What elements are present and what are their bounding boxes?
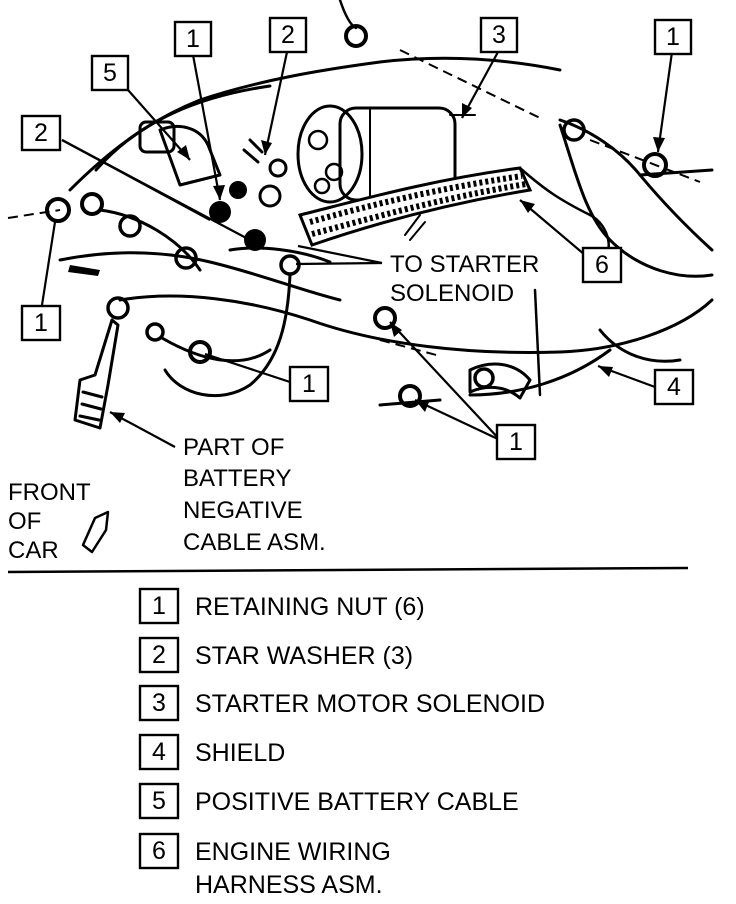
to-starter-label: TO STARTER SOLENOID: [390, 251, 539, 307]
legend-row-1: 1 RETAINING NUT (6): [138, 587, 425, 625]
legend-num-2: 2: [152, 641, 166, 669]
part-of-line-2: BATTERY: [183, 465, 291, 492]
callout-2-top: 2: [268, 16, 308, 54]
callout-1-top-label: 1: [186, 25, 200, 53]
callout-1-lower: 1: [495, 423, 537, 461]
legend-text-6: ENGINE WIRING: [195, 838, 391, 866]
callout-1-mid: 1: [288, 365, 330, 403]
negative-cable-shape: [73, 273, 292, 430]
leader-arrowheads: [110, 103, 665, 423]
negative-cable-label: PART OF BATTERY NEGATIVE CABLE ASM.: [183, 434, 326, 556]
callout-5: 5: [90, 54, 130, 92]
callout-2-top-label: 2: [281, 21, 295, 49]
wiring-harness-shape: [297, 166, 610, 262]
front-line-1: FRONT: [8, 479, 91, 506]
legend-divider: [7, 566, 689, 574]
legend-row-3: 3 STARTER MOTOR SOLENOID: [138, 684, 545, 722]
callout-3-label: 3: [492, 21, 506, 49]
legend-row-2: 2 STAR WASHER (3): [138, 636, 413, 674]
legend-text-1: RETAINING NUT (6): [195, 593, 425, 621]
to-starter-line-2: SOLENOID: [390, 280, 514, 307]
callout-4-label: 4: [667, 373, 681, 401]
right-nuts-shape: [188, 0, 668, 408]
legend: 1 RETAINING NUT (6) 2 STAR WASHER (3) 3 …: [138, 587, 545, 899]
legend-text-2: STAR WASHER (3): [195, 642, 413, 670]
front-line-2: OF: [8, 508, 41, 535]
leader-lines: [40, 51, 674, 448]
callout-1-lower-label: 1: [509, 428, 523, 456]
callout-1-topright-label: 1: [666, 23, 680, 51]
callout-1-left-label: 1: [34, 309, 48, 337]
callout-2-left-label: 2: [34, 119, 48, 147]
callout-6-label: 6: [595, 251, 609, 279]
part-of-line-1: PART OF: [183, 434, 284, 461]
legend-num-6: 6: [152, 837, 166, 865]
legend-num-4: 4: [152, 738, 166, 766]
to-starter-line-1: TO STARTER: [390, 251, 539, 278]
illustration: [7, 0, 714, 554]
legend-text-6b: HARNESS ASM.: [195, 871, 383, 899]
legend-text-4: SHIELD: [195, 739, 285, 767]
callout-1-top: 1: [173, 20, 213, 58]
callout-1-left: 1: [20, 304, 62, 342]
front-of-car-arrow-shape: [81, 510, 110, 554]
front-of-car-label: FRONT OF CAR: [8, 479, 91, 564]
left-nuts-shape: [45, 192, 202, 276]
callout-4: 4: [653, 368, 695, 406]
legend-num-1: 1: [152, 592, 166, 620]
legend-text-3: STARTER MOTOR SOLENOID: [195, 690, 545, 718]
callout-3: 3: [479, 16, 519, 54]
callout-2-left: 2: [20, 114, 62, 152]
legend-row-4: 4 SHIELD: [138, 733, 285, 771]
legend-row-6: 6 ENGINE WIRING HARNESS ASM.: [138, 832, 391, 899]
legend-text-5: POSITIVE BATTERY CABLE: [195, 788, 519, 816]
part-of-line-3: NEGATIVE: [183, 497, 303, 524]
front-line-3: CAR: [8, 537, 59, 564]
part-of-line-4: CABLE ASM.: [183, 529, 326, 556]
terminal-cluster-shape: [138, 120, 332, 276]
legend-row-5: 5 POSITIVE BATTERY CABLE: [138, 782, 519, 820]
callout-1-mid-label: 1: [302, 370, 316, 398]
callout-6: 6: [581, 246, 623, 284]
legend-num-3: 3: [152, 689, 166, 717]
legend-num-5: 5: [152, 787, 166, 815]
callout-1-topright: 1: [653, 18, 693, 56]
callout-5-label: 5: [103, 59, 117, 87]
